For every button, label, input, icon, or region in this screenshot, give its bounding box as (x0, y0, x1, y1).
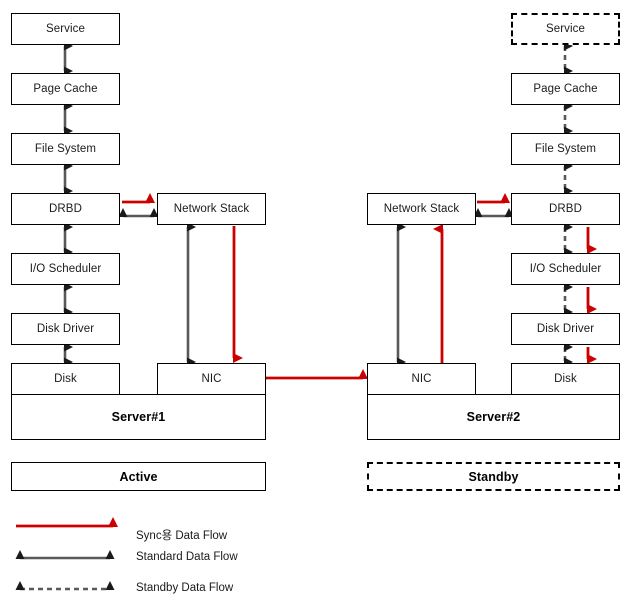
legend-label-standard: Standard Data Flow (136, 551, 238, 563)
right-node-nic[interactable]: NIC (367, 363, 476, 395)
left-node-file-system[interactable]: File System (11, 133, 120, 165)
right-node-io-scheduler[interactable]: I/O Scheduler (511, 253, 620, 285)
right-node-drbd[interactable]: DRBD (511, 193, 620, 225)
right-node-service[interactable]: Service (511, 13, 620, 45)
left-node-nic[interactable]: NIC (157, 363, 266, 395)
right-server-state-badge[interactable]: Standby (367, 462, 620, 491)
left-node-disk[interactable]: Disk (11, 363, 120, 395)
right-node-page-cache[interactable]: Page Cache (511, 73, 620, 105)
left-server-chassis[interactable]: Server#1 (11, 394, 266, 440)
left-node-disk-driver[interactable]: Disk Driver (11, 313, 120, 345)
right-node-disk-driver[interactable]: Disk Driver (511, 313, 620, 345)
left-node-network-stack[interactable]: Network Stack (157, 193, 266, 225)
legend-label-standby: Standby Data Flow (136, 582, 234, 594)
left-node-io-scheduler[interactable]: I/O Scheduler (11, 253, 120, 285)
right-node-network-stack[interactable]: Network Stack (367, 193, 476, 225)
left-node-drbd[interactable]: DRBD (11, 193, 120, 225)
right-node-file-system[interactable]: File System (511, 133, 620, 165)
right-server-chassis[interactable]: Server#2 (367, 394, 620, 440)
left-server-state-badge[interactable]: Active (11, 462, 266, 491)
right-node-disk[interactable]: Disk (511, 363, 620, 395)
legend-label-sync: Sync용 Data Flow (136, 530, 228, 542)
left-node-page-cache[interactable]: Page Cache (11, 73, 120, 105)
left-node-service[interactable]: Service (11, 13, 120, 45)
